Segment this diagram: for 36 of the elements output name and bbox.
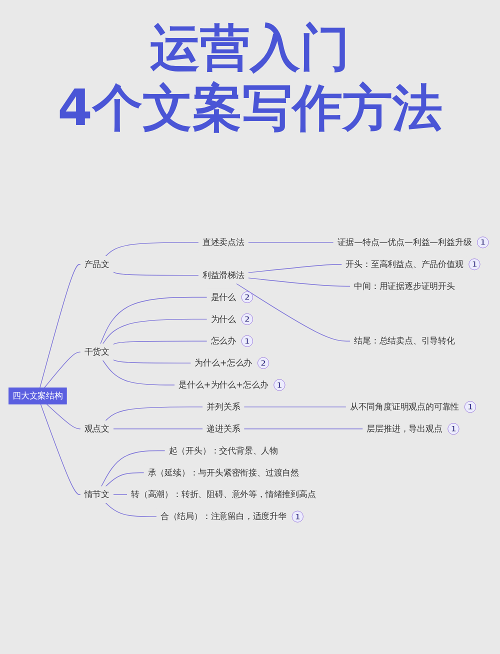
node-text: 并列关系: [206, 402, 240, 412]
node-box: 四大文案结构: [8, 387, 67, 404]
connector: [105, 406, 204, 421]
connector: [105, 502, 158, 516]
connector: [248, 277, 351, 286]
connector: [112, 358, 192, 363]
connector: [46, 403, 81, 429]
connector: [112, 271, 200, 276]
node-text: 承（延续）：与开头紧密衔接、过渡自然: [148, 467, 299, 478]
node-text: 结尾：总结卖点、引导转化: [354, 336, 455, 346]
connector: [248, 264, 342, 273]
node-text: 产品文: [84, 258, 110, 269]
node-text: 情节文: [84, 489, 110, 500]
connector: [244, 428, 364, 429]
connector: [112, 340, 208, 344]
node-text: 递进关系: [206, 423, 240, 434]
connector: [40, 264, 81, 388]
node-text: 观点文: [84, 423, 110, 434]
node-text: 中间：用证据逐步证明开头: [354, 280, 455, 291]
node-text: 起（开头）：交代背景、人物: [168, 445, 278, 456]
connector: [100, 450, 166, 486]
connector: [112, 428, 204, 429]
connector: [105, 472, 144, 486]
node-text: 干货文: [84, 346, 110, 356]
connector: [102, 318, 208, 344]
node-text: 利益滑梯法: [202, 270, 244, 280]
connector: [236, 282, 351, 341]
connector: [100, 296, 208, 344]
connector: [105, 242, 200, 256]
node-text: 直述卖点法: [202, 237, 244, 247]
connector: [102, 359, 176, 385]
title: 运营入门 4个文案写作方法: [56, 18, 444, 138]
node-text: 转（高潮）：转折、阻碍、意外等，情绪推到高点: [131, 489, 316, 500]
connector: [40, 403, 81, 494]
connector: [44, 351, 81, 388]
connector: [244, 406, 346, 407]
